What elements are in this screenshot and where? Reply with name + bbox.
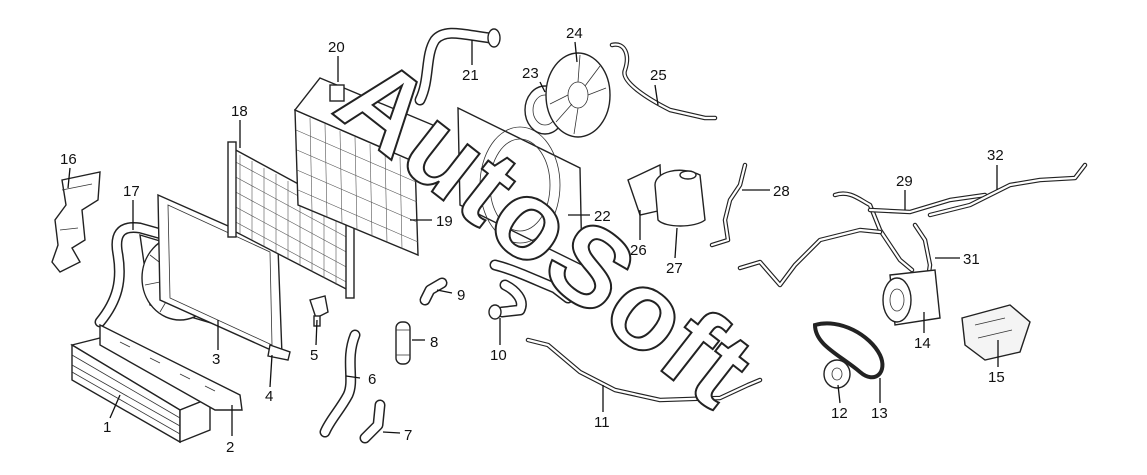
- callout-9: 9: [457, 287, 465, 304]
- callout-11: 11: [594, 414, 610, 431]
- callout-7: 7: [404, 427, 412, 444]
- callout-6: 6: [368, 371, 376, 388]
- part-12-pulley: [823, 359, 851, 389]
- callout-26: 26: [630, 242, 647, 259]
- part-21-upper-hose: [414, 27, 501, 106]
- callout-12: 12: [831, 405, 848, 422]
- callout-8: 8: [430, 334, 438, 351]
- part-18-condenser: [227, 141, 355, 299]
- callout-18: 18: [231, 103, 248, 120]
- callout-21: 21: [462, 67, 479, 84]
- part-5-sensor: [309, 295, 329, 327]
- callout-31: 31: [963, 251, 980, 268]
- callout-22: 22: [594, 208, 611, 225]
- callout-15: 15: [988, 369, 1005, 386]
- part-11-pipe: [525, 337, 763, 403]
- part-2-deflector: [99, 323, 243, 411]
- part-10-hose: [488, 259, 574, 320]
- part-7-hose: [359, 399, 386, 444]
- part-14-ac-compressor: [882, 269, 941, 326]
- callout-5: 5: [310, 347, 318, 364]
- part-22-fan-shroud: [457, 106, 583, 267]
- part-1-intercooler: [70, 337, 212, 444]
- callout-27: 27: [666, 260, 683, 277]
- callout-20: 20: [328, 39, 345, 56]
- part-17-hose: [94, 221, 171, 328]
- callout-24: 24: [566, 25, 583, 42]
- callout-19: 19: [436, 213, 453, 230]
- callout-28: 28: [773, 183, 790, 200]
- callouts: 1 2 3 4 5 6 7 8 9 10 11 12 13 14 15 16 1…: [60, 25, 1005, 456]
- callout-10: 10: [490, 347, 507, 364]
- callout-16: 16: [60, 151, 77, 168]
- part-28-hose-assembly: [709, 162, 748, 248]
- part-13-belt: [812, 321, 885, 380]
- callout-3: 3: [212, 351, 220, 368]
- callout-1: 1: [103, 419, 111, 436]
- callout-23: 23: [522, 65, 539, 82]
- callout-17: 17: [123, 183, 140, 200]
- part-24-fan: [545, 52, 611, 138]
- callout-25: 25: [650, 67, 667, 84]
- part-8-hose: [395, 321, 411, 365]
- part-25-pipe: [609, 42, 718, 121]
- ac-hose-long: [737, 227, 883, 288]
- callout-13: 13: [871, 405, 888, 422]
- part-6-hose: [319, 329, 361, 438]
- part-20-radiator: [293, 77, 442, 257]
- callout-2: 2: [226, 439, 234, 456]
- part-9-hose: [419, 277, 448, 306]
- callout-32: 32: [987, 147, 1004, 164]
- callout-14: 14: [914, 335, 931, 352]
- part-29-ac-line: [832, 191, 988, 273]
- part-15-bracket: [961, 304, 1031, 361]
- part-27-expansion-tank: [654, 169, 706, 227]
- callout-29: 29: [896, 173, 913, 190]
- part-16-bracket: [51, 171, 101, 273]
- part-32-ac-line: [927, 162, 1088, 218]
- callout-4: 4: [265, 388, 273, 405]
- leader-lines: [67, 40, 999, 436]
